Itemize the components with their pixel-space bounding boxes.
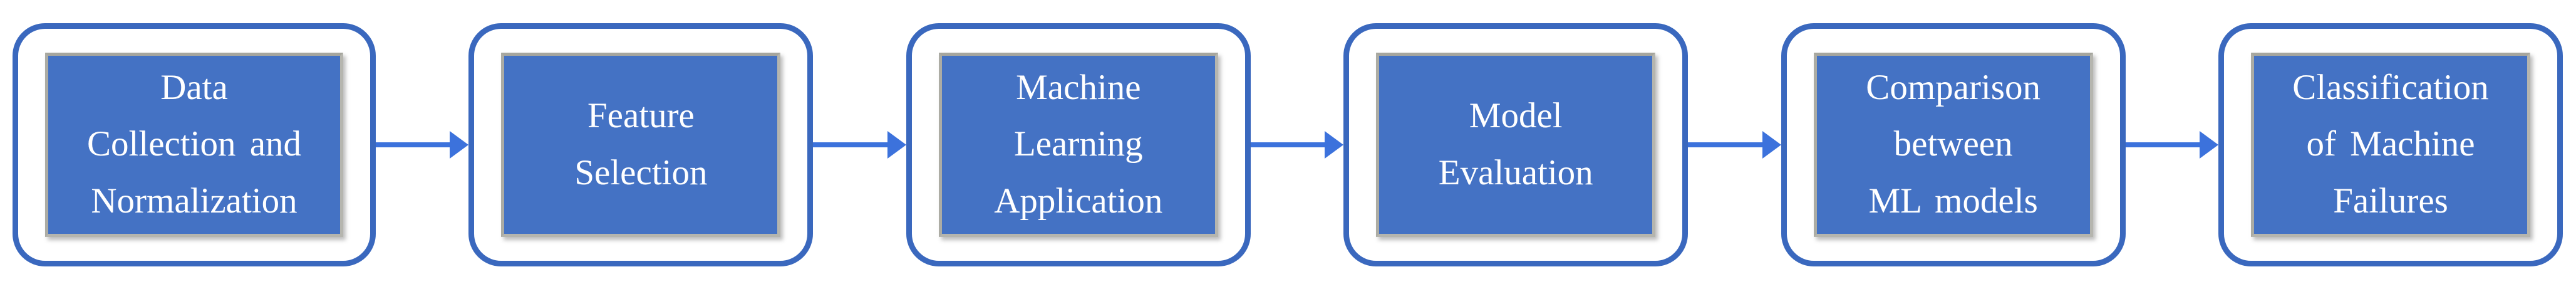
arrow-head-icon [2200, 130, 2219, 159]
flow-arrow-1 [376, 23, 469, 266]
flow-step-box: Model Evaluation [1376, 52, 1656, 237]
flow-step-feature-selection: Feature Selection [468, 23, 814, 266]
flow-arrow-3 [1250, 23, 1344, 266]
arrow-head-icon [887, 130, 906, 159]
flow-step-box: Machine Learning Application [938, 52, 1218, 237]
flow-step-box: Feature Selection [501, 52, 781, 237]
flow-step-data-collection-normalization: Data Collection and Normalization [13, 23, 376, 266]
arrow-head-icon [1762, 130, 1781, 159]
flow-step-box: Data Collection and Normalization [45, 52, 343, 237]
arrow-line [376, 142, 450, 147]
flow-step-box: Comparison between ML models [1813, 52, 2093, 237]
flow-step-label: Model Evaluation [1438, 96, 1593, 192]
flow-step-comparison-ml-models: Comparison between ML models [1781, 23, 2126, 266]
arrow-line [1688, 142, 1762, 147]
flow-step-model-evaluation: Model Evaluation [1343, 23, 1689, 266]
flow-step-machine-learning-application: Machine Learning Application [906, 23, 1251, 266]
arrow-line [2125, 142, 2200, 147]
flow-step-label: Classification of Machine Failures [2292, 68, 2489, 221]
arrow-line [813, 142, 887, 147]
flow-step-label: Data Collection and Normalization [87, 68, 301, 221]
arrow-head-icon [1325, 130, 1344, 159]
flow-step-label: Comparison between ML models [1866, 68, 2041, 221]
flow-arrow-5 [2125, 23, 2219, 266]
flow-arrow-4 [1688, 23, 1781, 266]
flow-step-label: Feature Selection [574, 96, 708, 192]
arrow-head-icon [450, 130, 469, 159]
arrow-line [1250, 142, 1325, 147]
flow-step-label: Machine Learning Application [994, 68, 1163, 221]
flow-step-box: Classification of Machine Failures [2251, 52, 2531, 237]
flow-arrow-2 [813, 23, 906, 266]
flow-step-classification-machine-failures: Classification of Machine Failures [2218, 23, 2563, 266]
